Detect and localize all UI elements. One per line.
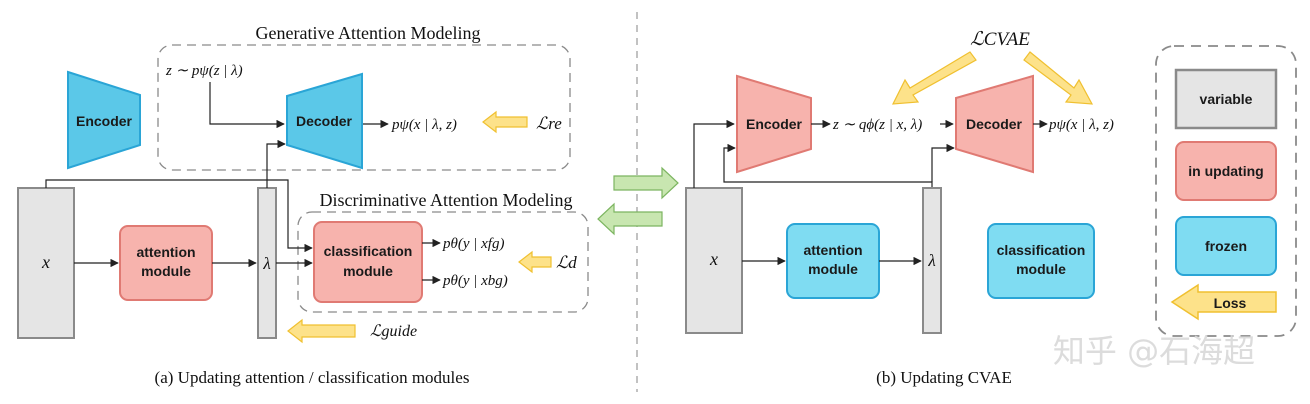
panel-b: ℒCVAE Encoder z ∼ qϕ(z | x, λ) Decoder p… — [685, 29, 1114, 387]
lambda-to-encoder-arrow — [723, 143, 933, 188]
loss-d-arrow — [518, 250, 552, 274]
discriminative-attention-box — [297, 211, 589, 313]
classification-module-b-line2: module — [1016, 261, 1066, 277]
posterior-expression: z ∼ qϕ(z | x, λ) — [832, 117, 922, 133]
watermark: 知乎 @石海超 — [1053, 332, 1255, 370]
classification-module-a-line2: module — [343, 263, 393, 279]
discriminative-attention-title: Discriminative Attention Modeling — [320, 190, 573, 210]
attention-module-b-line1: attention — [803, 242, 862, 258]
classification-module-a — [313, 221, 423, 303]
prior-to-decoder-arrow — [209, 82, 285, 129]
lambda-to-decoder-arrow-b — [931, 143, 955, 182]
loss-cvae-label: ℒCVAE — [970, 29, 1030, 50]
prior-expression: z ∼ pψ(z | λ) — [165, 63, 243, 79]
loss-d-label: ℒd — [556, 253, 577, 272]
decoder-label: Decoder — [296, 113, 353, 129]
attention-module-a-line2: module — [141, 263, 191, 279]
lambda-bar-b — [922, 187, 942, 334]
generative-attention-title: Generative Attention Modeling — [256, 23, 481, 43]
p-bg-expression: pθ(y | xbg) — [442, 273, 508, 289]
x-to-encoder-arrow — [693, 119, 735, 188]
lambda-label-a: λ — [262, 254, 270, 273]
legend-frozen-label: frozen — [1205, 238, 1247, 254]
input-x — [17, 187, 75, 339]
generative-attention-box — [157, 44, 571, 171]
loss-re-label: ℒre — [536, 114, 562, 133]
reconstruction-expression-b: pψ(x | λ, z) — [1048, 117, 1114, 133]
input-x-b — [685, 187, 743, 334]
lambda-to-decoder-arrow — [266, 139, 286, 188]
panel-a: Generative Attention Modeling Discrimina… — [17, 23, 589, 387]
legend-frozen-swatch — [1175, 216, 1277, 276]
input-x-b-label: x — [709, 249, 718, 269]
encoder-block — [67, 70, 141, 170]
decoder-block — [286, 72, 363, 170]
decoder-block-b — [955, 74, 1034, 174]
loss-cvae-arrow-right — [1023, 51, 1094, 105]
legend-loss-arrow — [1170, 283, 1277, 321]
attention-module-a-line1: attention — [136, 244, 195, 260]
loss-guide-label: ℒguide — [370, 323, 417, 340]
legend-box — [1155, 45, 1297, 337]
input-x-label: x — [41, 252, 50, 272]
legend-updating-swatch — [1175, 141, 1277, 201]
loss-re-arrow — [482, 110, 528, 134]
encoder-block-b — [736, 74, 812, 174]
encoder-label-b: Encoder — [746, 116, 803, 132]
decoder-label-b: Decoder — [966, 116, 1023, 132]
lambda-label-b: λ — [927, 251, 935, 270]
classification-module-a-line1: classification — [324, 243, 413, 259]
attention-module-b-line2: module — [808, 261, 858, 277]
legend-loss-label: Loss — [1214, 295, 1247, 311]
loss-guide-arrow — [287, 318, 356, 344]
encoder-label: Encoder — [76, 113, 133, 129]
p-fg-expression: pθ(y | xfg) — [442, 236, 504, 252]
classification-module-b-line1: classification — [997, 242, 1086, 258]
caption-b: (b) Updating CVAE — [876, 368, 1012, 387]
legend: variable in updating frozen Loss — [1155, 45, 1297, 337]
loss-cvae-arrow-left — [891, 51, 977, 105]
switch-arrow-right — [613, 166, 679, 200]
x-to-classifier-line — [45, 179, 313, 253]
legend-variable-swatch — [1174, 68, 1278, 130]
classification-module-b — [987, 223, 1095, 299]
legend-variable-label: variable — [1200, 91, 1253, 107]
switch-arrow-left — [597, 202, 663, 236]
reconstruction-expression: pψ(x | λ, z) — [391, 117, 457, 133]
legend-updating-label: in updating — [1188, 163, 1263, 179]
caption-a: (a) Updating attention / classification … — [155, 368, 470, 387]
